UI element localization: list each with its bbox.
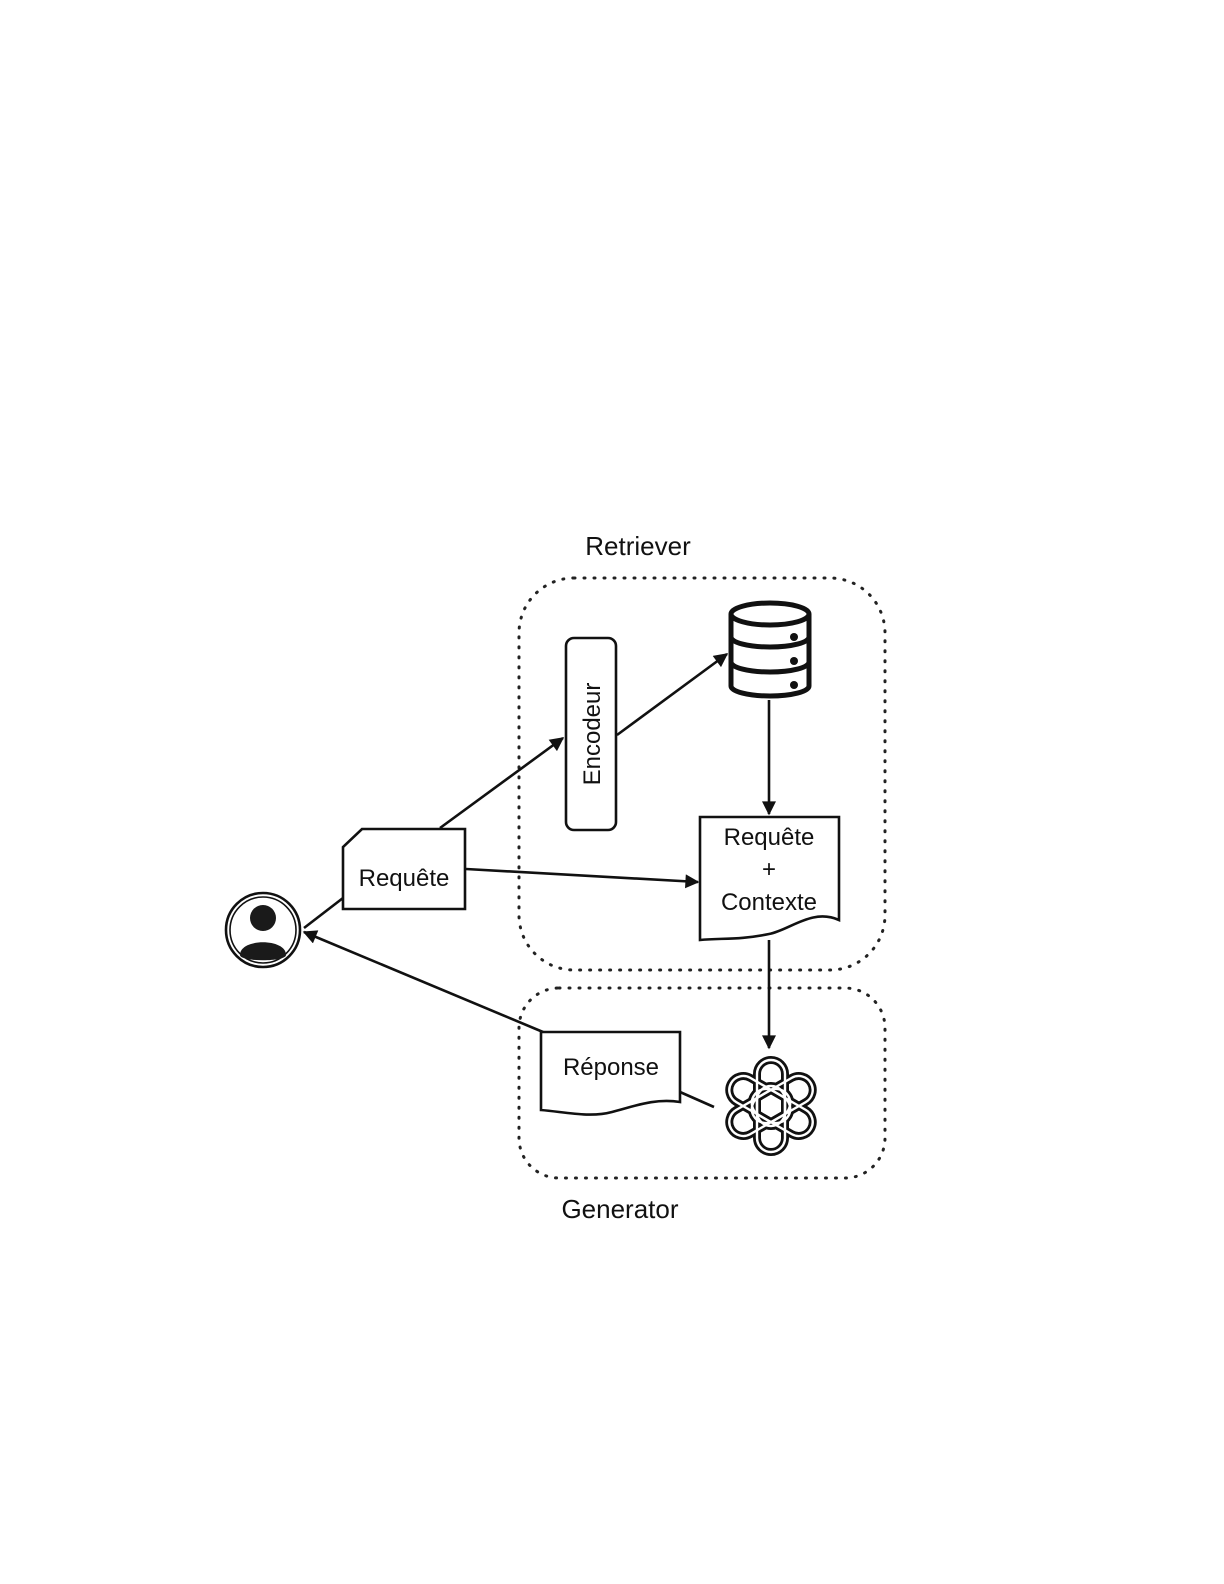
encodeur-label: Encodeur <box>579 683 606 786</box>
encodeur-node: Encodeur <box>566 638 616 830</box>
edge-requete-context <box>466 869 698 882</box>
edge-reponse-user <box>304 932 543 1032</box>
reponse-node: Réponse <box>541 1032 680 1115</box>
openai-logo-icon <box>724 1060 818 1152</box>
edge-encodeur-database <box>617 654 727 735</box>
context-doc-line1: Requête <box>724 824 815 851</box>
user-node <box>226 893 300 967</box>
generator-label: Generator <box>561 1194 678 1224</box>
edge-llm-reponse <box>680 1092 714 1107</box>
context-doc-line3: Contexte <box>721 889 817 916</box>
edge-user-requete <box>304 898 343 928</box>
database-icon <box>731 603 809 696</box>
requete-label: Requête <box>359 865 450 892</box>
context-doc-node: Requête + Contexte <box>700 817 839 940</box>
reponse-label: Réponse <box>563 1054 659 1081</box>
context-doc-line2: + <box>762 856 776 883</box>
retriever-label: Retriever <box>585 531 691 561</box>
edge-requete-encodeur <box>440 738 563 828</box>
requete-node: Requête <box>343 829 465 909</box>
